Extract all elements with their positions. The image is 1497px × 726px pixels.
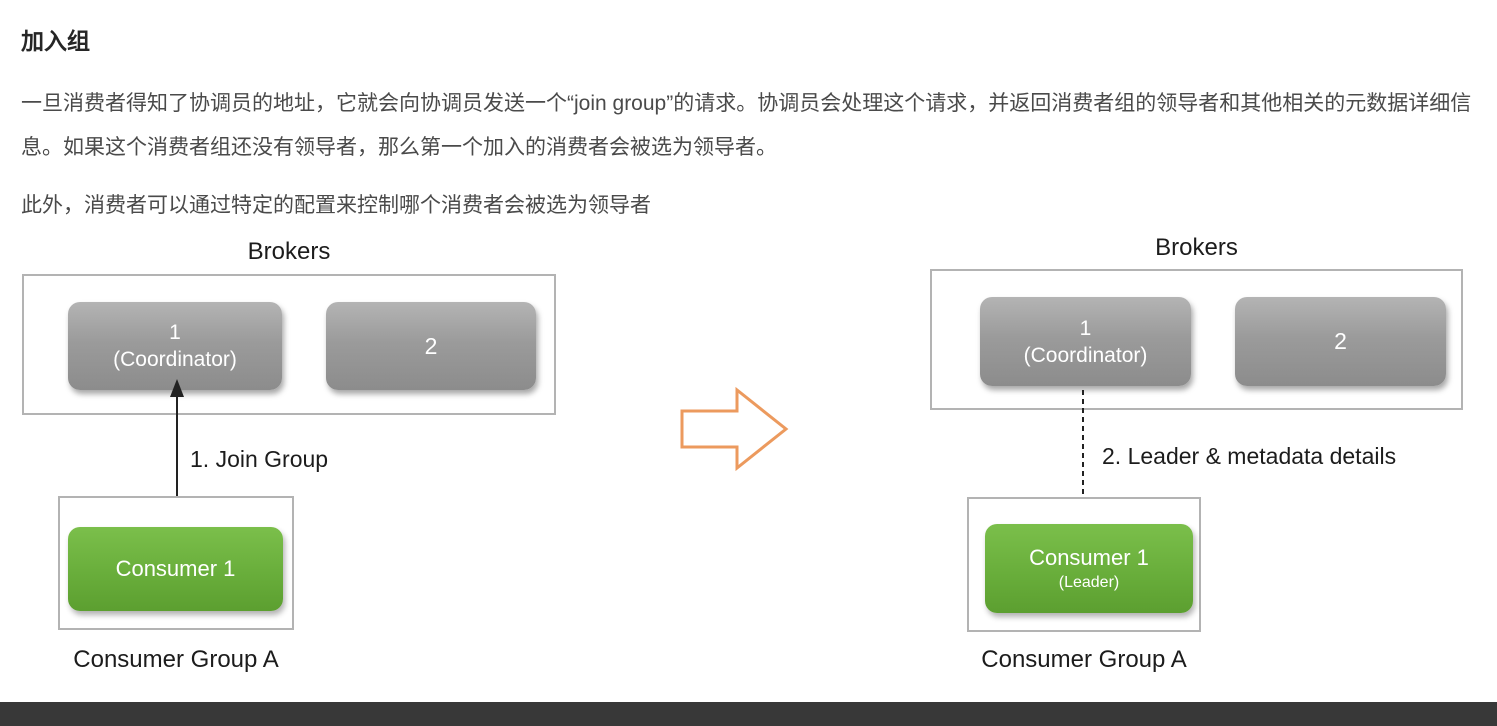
broker-node-2-left: 2 [326,302,536,390]
consumer-name: Consumer 1 [1029,544,1149,570]
brokers-title-right: Brokers [1155,234,1238,261]
flow-arrow-icon [680,386,789,472]
response-arrow-label: 2. Leader & metadata details [1102,443,1397,469]
broker-number: 2 [1334,328,1347,354]
broker-role: (Coordinator) [1023,343,1148,367]
consumer-node-right: Consumer 1 (Leader) [985,524,1193,613]
broker-number: 1 [169,321,181,344]
consumer-name: Consumer 1 [115,556,236,581]
paragraph-note: 此外，消费者可以通过特定的配置来控制哪个消费者会被选为领导者 [21,194,651,217]
consumer-group-label-left: Consumer Group A [73,646,279,673]
broker-node-2-right: 2 [1235,297,1446,386]
consumer-group-label-right: Consumer Group A [981,646,1187,673]
consumer-role: (Leader) [1058,573,1120,591]
broker-number: 1 [1079,316,1092,340]
paragraph-intro: 一旦消费者得知了协调员的地址，它就会向协调员发送一个“join group”的请… [21,92,1472,159]
broker-node-coordinator-left: 1 (Coordinator) [68,302,282,390]
broker-role: (Coordinator) [113,348,237,371]
brokers-title-left: Brokers [247,238,331,265]
broker-number: 2 [424,332,438,359]
consumer-node-left: Consumer 1 [68,527,283,611]
bottom-bar [0,702,1497,726]
broker-node-coordinator-right: 1 (Coordinator) [980,297,1191,386]
join-arrow-label: 1. Join Group [190,446,329,472]
page-title: 加入组 [21,28,90,54]
